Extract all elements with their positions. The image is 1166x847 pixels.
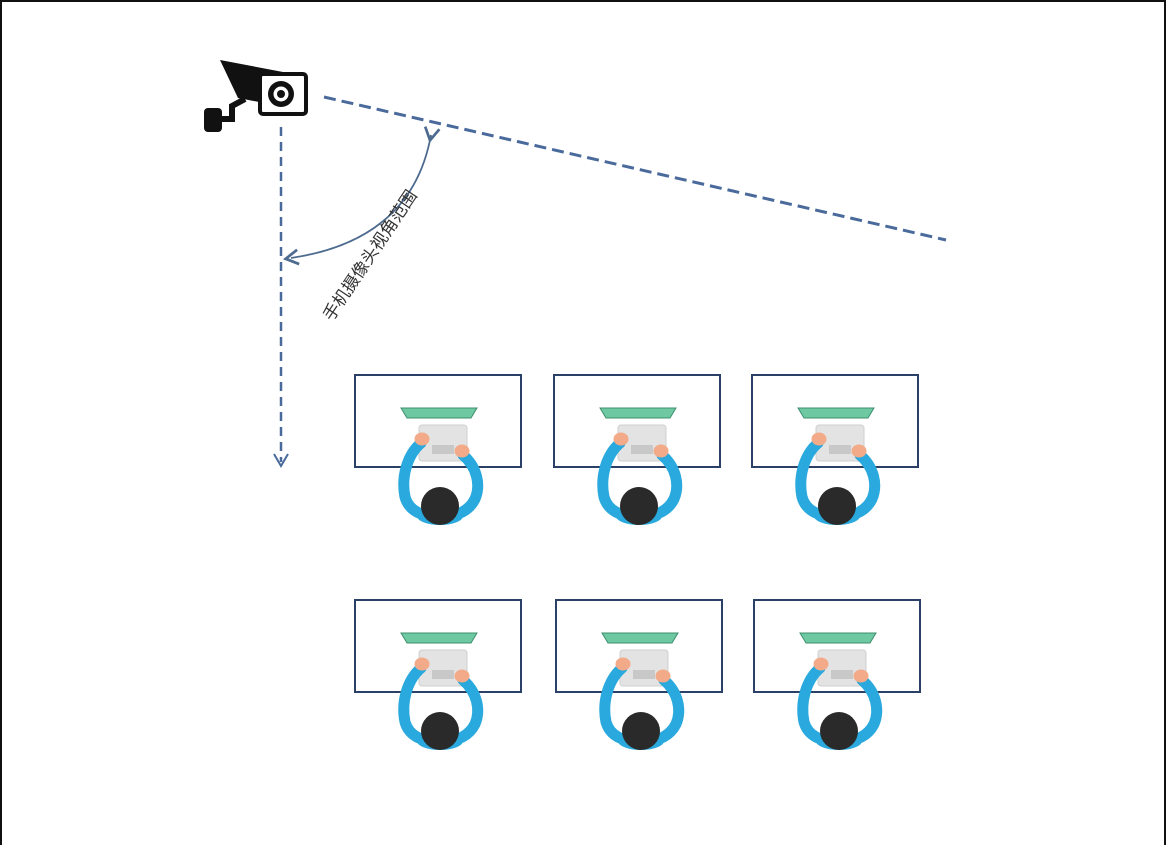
fov-boundary-horizontal (323, 95, 947, 242)
desk-student-6 (754, 600, 920, 750)
fov-angle-arc (282, 126, 441, 266)
fov-vertical-arrowhead (273, 453, 289, 468)
desk-student-5 (556, 600, 722, 750)
fov-label: 手机摄像头视角范围 (320, 187, 422, 325)
desk-student-1 (355, 375, 521, 525)
security-camera-icon (204, 60, 308, 132)
desk-student-3 (752, 375, 918, 525)
desk-student-2 (554, 375, 720, 525)
desk-student-4 (355, 600, 521, 750)
